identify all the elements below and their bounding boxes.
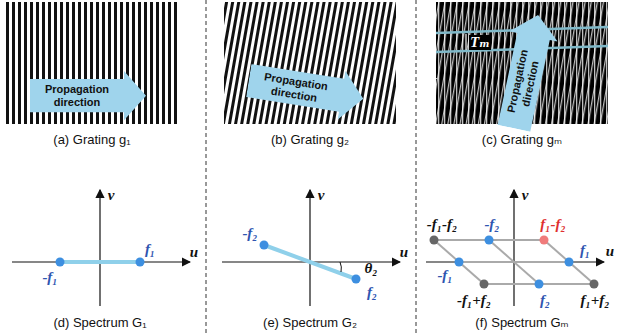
spectrum-line [60, 260, 140, 264]
point-label: -f₂ [242, 226, 257, 241]
angle-label: θ₂ [364, 261, 377, 276]
spectrum-dot [136, 258, 145, 267]
caption: (b) Grating g₂ [271, 133, 349, 146]
period-bracket [465, 34, 466, 50]
angle-arc [340, 262, 341, 272]
u-axis [426, 261, 604, 262]
axis-label: u [400, 245, 408, 260]
caption: (c) Grating gₘ [482, 133, 562, 146]
axis-label: u [190, 245, 198, 260]
spectrum-dot [480, 280, 489, 289]
point-label: f₁-f₂ [540, 217, 565, 232]
point-label: f₂ [540, 293, 550, 308]
axis-label: v [108, 188, 115, 203]
axis-label: v [522, 188, 529, 203]
point-label: f₂ [367, 285, 377, 300]
point-label: -f₁ [42, 270, 57, 285]
grating-image [224, 2, 396, 124]
point-label: f₁+f₂ [581, 293, 610, 308]
point-label: -f₁ [437, 268, 452, 283]
lattice-lines [434, 240, 594, 284]
v-axis [309, 190, 310, 306]
caption: (f) Spectrum Gₘ [475, 316, 568, 329]
point-label: -f₁-f₂ [427, 217, 457, 232]
spectrum-dot [590, 280, 599, 289]
spectrum-dot [260, 241, 269, 250]
period-label: Tₘ [469, 35, 491, 50]
grating-image [6, 2, 178, 124]
spectrum-dot [565, 258, 574, 267]
caption: (a) Grating g₁ [53, 133, 130, 146]
point-label: f₁ [580, 243, 590, 258]
point-label: -f₂ [484, 217, 499, 232]
divider [416, 0, 417, 333]
point-label: f₁ [145, 242, 155, 257]
point-label: -f₁+f₂ [457, 293, 491, 308]
spectrum-line [264, 245, 356, 279]
spectrum-dot [56, 258, 65, 267]
spectrum-dot [352, 275, 361, 284]
direction-arrow: Propagation direction [30, 71, 146, 120]
axis-label: v [318, 188, 325, 203]
spectrum-dot [535, 280, 544, 289]
v-axis [99, 190, 100, 306]
spectrum-dot [455, 258, 464, 267]
spectrum-dot [485, 236, 494, 245]
v-axis [513, 190, 514, 306]
axis-label: u [606, 244, 614, 259]
arrow-text: Propagation direction [30, 83, 124, 108]
spectrum-dot [540, 236, 549, 245]
u-axis [12, 261, 190, 262]
divider [206, 0, 207, 333]
spectrum-dot [430, 236, 439, 245]
caption: (d) Spectrum G₁ [53, 316, 146, 329]
caption: (e) Spectrum G₂ [263, 316, 357, 329]
